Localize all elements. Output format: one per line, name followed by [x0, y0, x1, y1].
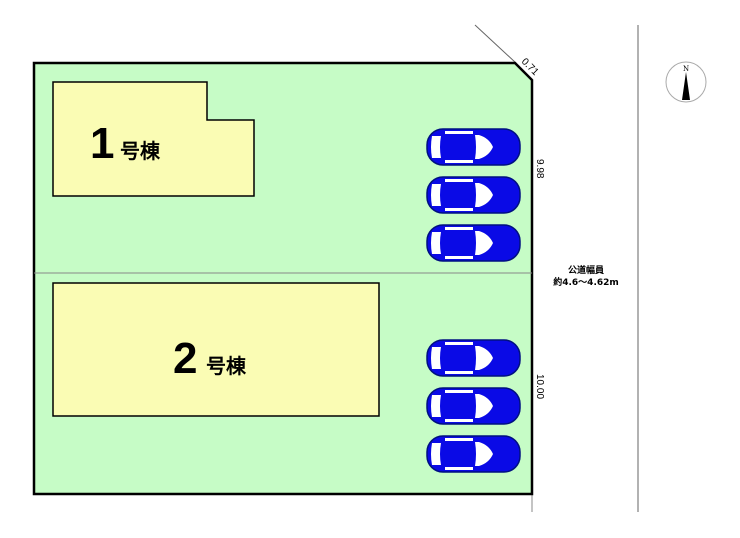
building-1-number: 1 — [90, 119, 114, 168]
building-1-suffix: 号棟 — [120, 139, 161, 163]
parking-car-6 — [426, 435, 521, 473]
parking-car-3 — [426, 224, 521, 262]
road-width-value: 約4.6〜4.62m — [553, 276, 619, 288]
north-compass-icon: N — [665, 61, 707, 103]
parking-car-2 — [426, 176, 521, 214]
lot2-frontage-dimension: 10.00 — [534, 374, 545, 399]
parking-car-1 — [426, 128, 521, 166]
road-width-label: 公道幅員 — [568, 264, 604, 276]
parking-car-4 — [426, 339, 521, 377]
building-2-suffix: 号棟 — [206, 354, 247, 378]
building-2 — [52, 282, 380, 417]
parking-car-5 — [426, 387, 521, 425]
building-1 — [52, 81, 255, 197]
lot1-frontage-dimension: 9.98 — [534, 159, 545, 179]
compass-north-label: N — [683, 65, 689, 73]
corner-extension-line — [474, 24, 517, 64]
building-2-number: 2 — [173, 334, 197, 383]
